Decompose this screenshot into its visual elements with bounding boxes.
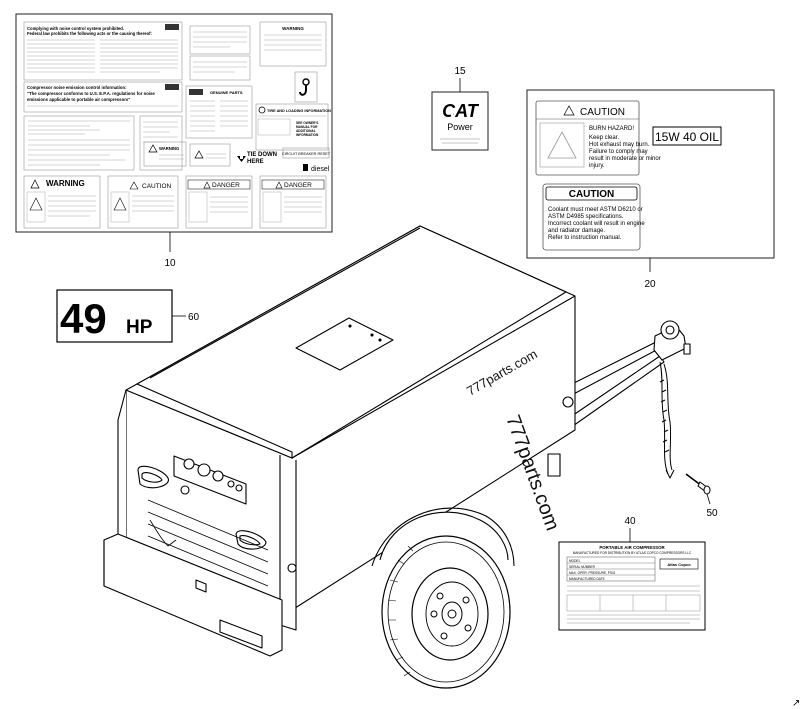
callout-10: 10	[164, 258, 176, 269]
decal-tire-loading: TIRE AND LOADING INFORMATION SEE OWNER'S…	[255, 103, 331, 151]
callout-40: 40	[624, 516, 636, 527]
decal-warning-icons	[189, 143, 231, 167]
tire-title: TIRE AND LOADING INFORMATION	[267, 109, 331, 113]
tie-down-2: HERE	[247, 159, 264, 165]
noise-title-2: Federal law prohibits the following acts…	[27, 31, 152, 36]
decal-noise-emission: Compressor noise emission control inform…	[23, 81, 183, 113]
coolant-line-1: Coolant must meet ASTM D6210 or	[548, 207, 643, 213]
decal-49hp-60: 49 HP	[56, 289, 173, 343]
callout-20: 20	[644, 279, 656, 290]
see-owner-2: MANUAL FOR	[296, 125, 318, 129]
burn-line-5: injury.	[589, 163, 605, 169]
coolant-line-4: and radiator damage.	[548, 228, 605, 234]
coolant-line-5: Refer to instruction manual.	[548, 235, 622, 241]
decal-diesel: diesel	[303, 164, 330, 173]
plate-row-3: MAX. OPER. PRESSURE, PSIG	[569, 571, 616, 575]
plate-title: PORTABLE AIR COMPRESSOR	[599, 545, 665, 550]
compressor-trailer	[103, 225, 691, 657]
decal-danger-1: DANGER	[185, 175, 253, 229]
callout-15: 15	[454, 66, 466, 77]
lifting-hook-icon	[294, 71, 318, 103]
cat-logo: CAT	[442, 101, 480, 121]
plate-brand: Atlas Copco	[667, 562, 691, 567]
decal-danger-2: DANGER	[259, 175, 327, 229]
decal-noise-prohibited: Complying with noise control system proh…	[23, 21, 183, 81]
access-hatch	[295, 317, 394, 371]
plate-row-4: MANUFACTURED DATE	[569, 577, 605, 581]
caution-1-label: CAUTION	[580, 107, 625, 118]
oil-label: 15W 40 OIL	[655, 130, 719, 144]
burn-line-4: result in moderate or minor	[589, 156, 661, 162]
see-owner-4: INFORMATION	[296, 133, 319, 137]
cat-power: Power	[447, 122, 473, 132]
wheel	[381, 535, 511, 689]
warning-small-label: WARNING	[159, 146, 179, 151]
leader-50	[706, 493, 711, 505]
emission-title-1: Compressor noise emission control inform…	[27, 85, 127, 90]
genuine-parts-label: GENUINE PARTS	[210, 90, 243, 95]
nameplate-40: PORTABLE AIR COMPRESSOR MANUFACTURED FOR…	[558, 541, 706, 631]
hp-number: 49	[60, 295, 107, 342]
circuit-breaker-label: CIRCUIT BREAKER RESET	[282, 152, 331, 156]
diesel-label: diesel	[311, 166, 330, 173]
danger-2-label: DANGER	[284, 182, 312, 189]
caution-label: CAUTION	[142, 183, 172, 190]
see-owner-3: ADDITIONAL	[296, 129, 316, 133]
tow-bar	[559, 320, 691, 429]
decal-warning-small: WARNING	[143, 141, 187, 167]
corner-mark: ↗	[792, 698, 800, 709]
plate-subtitle: MANUFACTURED FOR DISTRIBUTION BY ATLAS C…	[573, 551, 692, 555]
decal-circuit-breaker: CIRCUIT BREAKER RESET	[282, 147, 331, 159]
decal-middle-column	[189, 25, 251, 81]
tie-down-1: TIE DOWN	[247, 152, 277, 158]
danger-1-label: DANGER	[212, 182, 240, 189]
decal-tie-down: TIE DOWN HERE	[237, 152, 277, 165]
plate-row-1: MODEL	[569, 559, 581, 563]
callout-60: 60	[188, 312, 200, 323]
decal-sheet-10: Complying with noise control system proh…	[15, 13, 333, 233]
coolant-line-3: Incorrect coolant will result in engine	[548, 221, 645, 227]
decal-warning-big: WARNING	[23, 175, 101, 229]
decal-genuine-parts: GENUINE PARTS	[185, 85, 253, 139]
burn-line-3: Failure to comply may	[589, 149, 648, 155]
fuel-pump-icon	[303, 164, 308, 171]
warning-top-label: WARNING	[282, 26, 304, 31]
plate-row-2: SERIAL NUMBER	[569, 565, 596, 569]
emission-title-2: "The compressor conforms to U.S. E.P.A. …	[27, 91, 155, 96]
warning-big-label: WARNING	[46, 179, 85, 188]
rivet-50	[685, 473, 711, 495]
callout-50: 50	[706, 508, 718, 519]
see-owner-1: SEE OWNER'S	[296, 121, 318, 125]
decal-operating-info	[23, 115, 135, 171]
decal-cat-power-15: CAT Power	[431, 91, 489, 151]
burn-line-2: Hot exhaust may burn.	[589, 142, 650, 148]
coolant-line-2: ASTM D4985 specifications.	[548, 214, 624, 220]
noise-title-1: Complying with noise control system proh…	[27, 26, 124, 31]
caution-2-label: CAUTION	[569, 189, 615, 200]
burn-hazard: BURN HAZARD!	[589, 126, 634, 132]
warning-triangle-icon	[563, 105, 575, 116]
decal-caution-panel-20: CAUTION BURN HAZARD! Keep clear. Hot exh…	[526, 89, 775, 259]
down-arrow-icon	[237, 156, 246, 162]
hp-unit: HP	[126, 317, 153, 338]
burn-line-1: Keep clear.	[589, 135, 619, 141]
decal-caution: CAUTION	[107, 175, 179, 229]
emission-title-3: emissions applicable to portable air com…	[27, 97, 130, 102]
safety-chain	[659, 361, 675, 479]
decal-warning-top: WARNING	[259, 21, 327, 67]
